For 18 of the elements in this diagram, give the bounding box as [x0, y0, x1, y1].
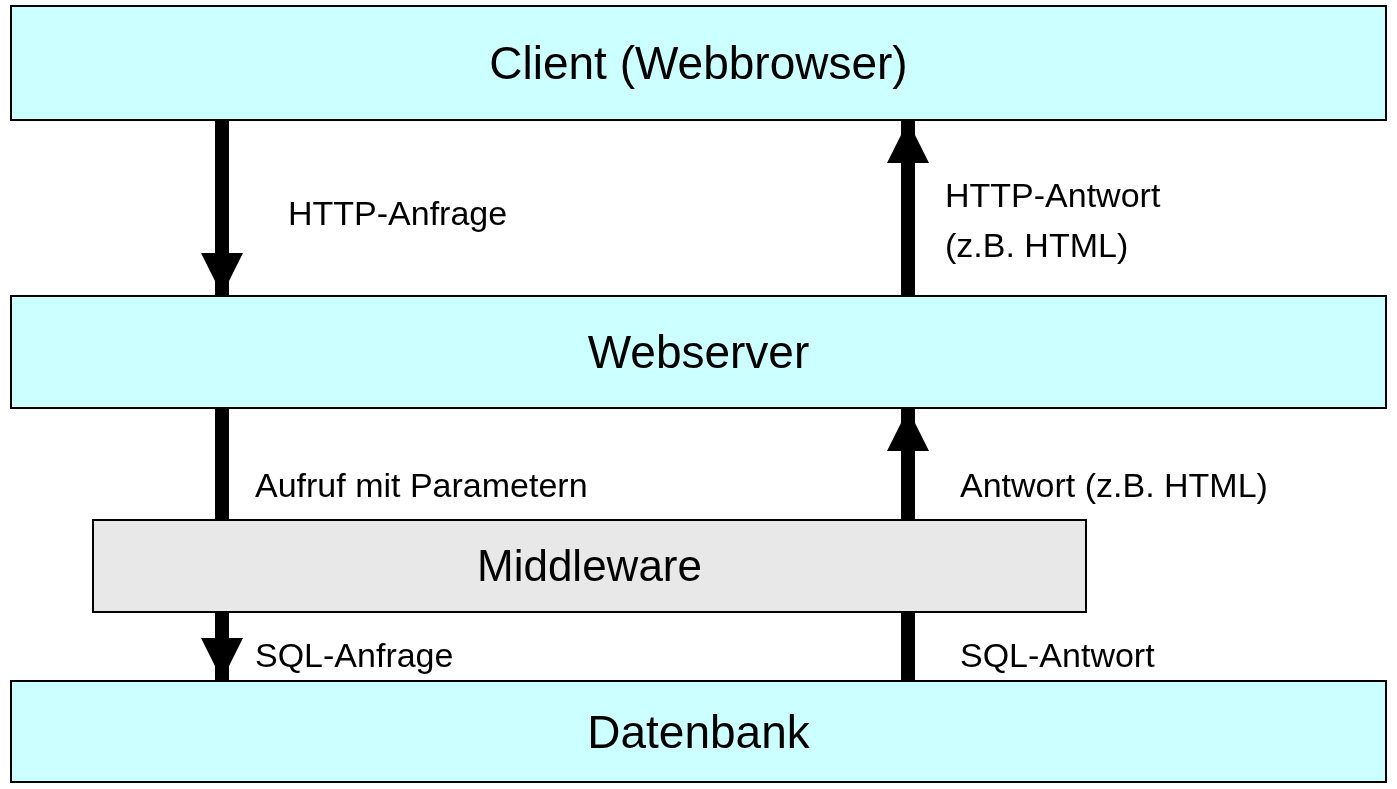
arrow: [887, 121, 929, 295]
edge-label: HTTP-Anfrage: [288, 193, 509, 234]
arrow: [887, 409, 929, 519]
edge-label: HTTP-Antwort (z.B. HTML): [945, 175, 1162, 266]
tier-box: [92, 519, 1087, 613]
edge-label: SQL-Antwort: [960, 635, 1156, 676]
tier-box: [10, 680, 1387, 783]
box-label: Webserver: [587, 325, 810, 379]
box-label: Middleware: [477, 541, 702, 591]
tier-box: [10, 295, 1387, 409]
box-label: Client (Webbrowser): [489, 36, 908, 90]
edge-label: SQL-Anfrage: [255, 635, 455, 676]
box-label: Datenbank: [587, 704, 810, 759]
arrow: [201, 121, 243, 295]
edge-label: Aufruf mit Parametern: [255, 465, 589, 506]
edge-label: Antwort (z.B. HTML): [960, 465, 1269, 506]
arrow: [201, 613, 243, 680]
tier-box: [10, 5, 1387, 121]
